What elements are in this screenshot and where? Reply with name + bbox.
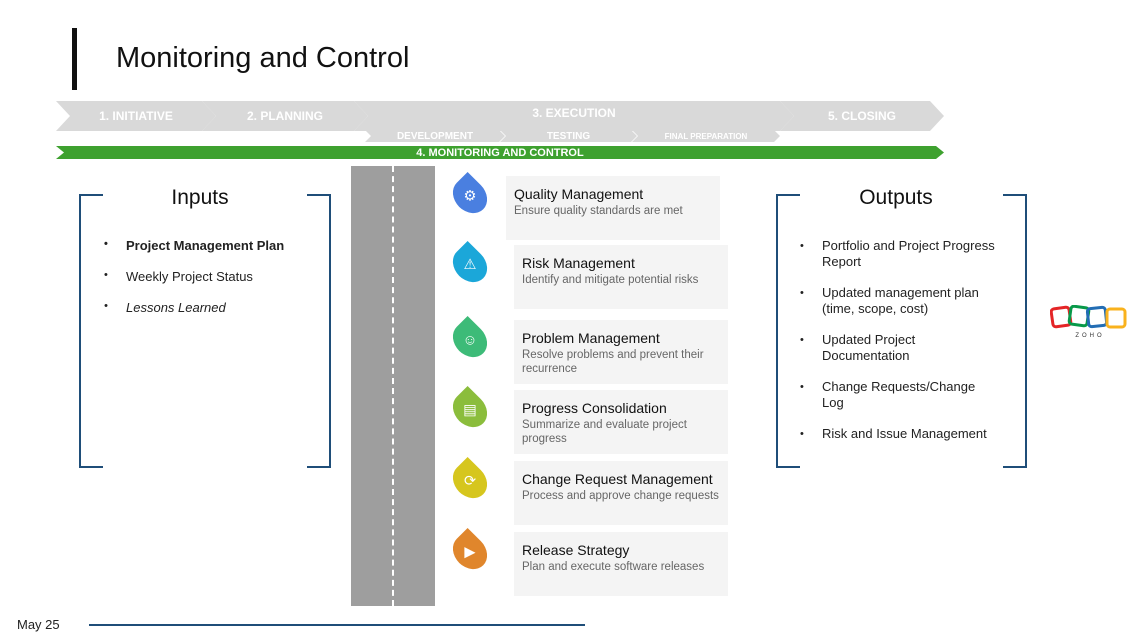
process-description: Plan and execute software releases: [522, 561, 705, 573]
output-item: Portfolio and Project Progress Report: [800, 238, 1000, 270]
outputs-list: Portfolio and Project Progress Report Up…: [800, 238, 1000, 442]
document-refresh-icon: ⟳: [445, 456, 495, 506]
phase-execution: 3. EXECUTION: [354, 101, 794, 131]
process-card: Release Strategy Plan and execute softwa…: [514, 532, 728, 596]
process-item: ▶ Release Strategy Plan and execute soft…: [445, 527, 736, 596]
process-title: Risk Management: [522, 255, 635, 271]
person-problem-icon: ☺: [445, 315, 495, 365]
output-item: Change Requests/Change Log: [800, 379, 1000, 411]
subphase-development: DEVELOPMENT: [365, 130, 505, 142]
process-description: Process and approve change requests: [522, 490, 719, 502]
process-title: Progress Consolidation: [522, 400, 667, 416]
process-title: Change Request Management: [522, 471, 713, 487]
zoho-logo-text: ZOHO: [1075, 333, 1104, 339]
subphase-testing: TESTING: [500, 130, 637, 142]
input-item: Project Management Plan: [104, 238, 304, 253]
footer-line: [89, 624, 585, 626]
output-item: Updated management plan (time, scope, co…: [800, 285, 1000, 317]
process-description: Ensure quality standards are met: [514, 205, 683, 217]
process-card: Change Request Management Process and ap…: [514, 461, 728, 525]
subphase-final-preparation: FINAL PREPARATION: [632, 130, 780, 142]
process-title: Release Strategy: [522, 542, 630, 558]
process-title: Problem Management: [522, 330, 660, 346]
process-card: Risk Management Identify and mitigate po…: [514, 245, 728, 309]
input-item: Weekly Project Status: [104, 269, 304, 284]
process-item: ▤ Progress Consolidation Summarize and e…: [445, 385, 736, 454]
process-card: Quality Management Ensure quality standa…: [506, 176, 720, 240]
inputs-title: Inputs: [171, 186, 229, 209]
outputs-bracket-left: [776, 194, 800, 468]
process-description: Resolve problems and prevent their recur…: [522, 349, 704, 375]
process-item: ⟳ Change Request Management Process and …: [445, 456, 736, 525]
process-item: ⚠ Risk Management Identify and mitigate …: [445, 240, 736, 309]
output-item: Risk and Issue Management: [800, 426, 1000, 442]
process-description: Summarize and evaluate project progress: [522, 419, 687, 445]
phase-initiative: 1. INITIATIVE: [56, 101, 216, 131]
phase-monitoring-control: 4. MONITORING AND CONTROL: [56, 146, 944, 159]
title-accent-bar: [72, 28, 77, 90]
road-graphic: [351, 166, 435, 606]
process-item: ⚙ Quality Management Ensure quality stan…: [445, 171, 736, 240]
page-title: Monitoring and Control: [116, 42, 410, 74]
process-title: Quality Management: [514, 186, 644, 202]
output-item: Updated Project Documentation: [800, 332, 1000, 364]
input-item: Lessons Learned: [104, 300, 304, 315]
inputs-bracket-right: [307, 194, 331, 468]
phase-closing: 5. CLOSING: [780, 101, 944, 131]
phase-bar: 1. INITIATIVE 2. PLANNING 3. EXECUTION 5…: [56, 101, 946, 131]
gear-check-icon: ⚙: [445, 171, 495, 221]
phase-planning: 2. PLANNING: [202, 101, 368, 131]
footer-date: May 25: [17, 617, 60, 632]
zoho-logo: ZOHO: [1050, 305, 1127, 339]
inputs-bracket-left: [79, 194, 103, 468]
process-card: Problem Management Resolve problems and …: [514, 320, 728, 384]
release-screen-icon: ▶: [445, 527, 495, 577]
outputs-title: Outputs: [859, 186, 933, 209]
process-item: ☺ Problem Management Resolve problems an…: [445, 315, 736, 384]
process-description: Identify and mitigate potential risks: [522, 274, 699, 286]
risk-warning-icon: ⚠: [445, 240, 495, 290]
inputs-list: Project Management Plan Weekly Project S…: [104, 238, 304, 315]
process-card: Progress Consolidation Summarize and eva…: [514, 390, 728, 454]
report-chart-icon: ▤: [445, 385, 495, 435]
outputs-bracket-right: [1003, 194, 1027, 468]
